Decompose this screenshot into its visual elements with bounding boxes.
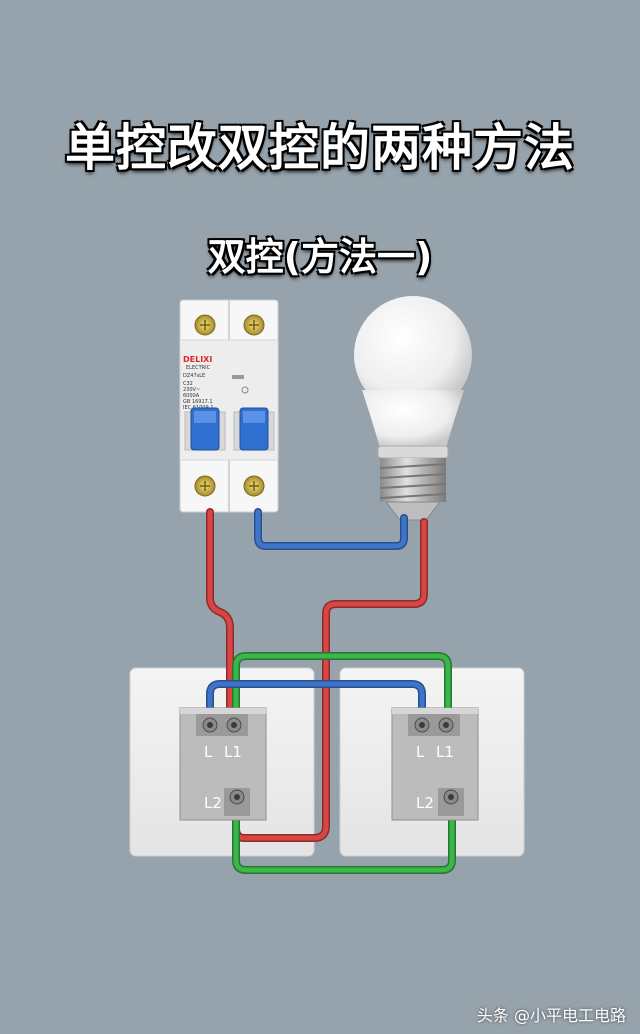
breaker-model: DZ47sLE bbox=[183, 373, 205, 379]
terminal-label-L: L bbox=[416, 743, 425, 761]
terminal-label-L2: L2 bbox=[416, 794, 434, 812]
watermark: 头条 @小平电工电路 bbox=[476, 1006, 626, 1025]
terminal-label-L: L bbox=[204, 743, 213, 761]
switch-module-left: L L1 L2 bbox=[179, 707, 267, 821]
page-title: 单控改双控的两种方法 bbox=[65, 119, 575, 177]
breaker-spec-3: GB 16917.1 bbox=[183, 399, 213, 405]
terminal-label-L2: L2 bbox=[204, 794, 222, 812]
terminal-label-L1: L1 bbox=[224, 743, 242, 761]
neutral-wire bbox=[254, 508, 408, 550]
breaker-brand-sub: ELECTRIC bbox=[186, 365, 211, 371]
terminal-label-L1: L1 bbox=[436, 743, 454, 761]
breaker-spec-0: C32 bbox=[183, 381, 193, 387]
switch-module-right: L L1 L2 bbox=[391, 707, 479, 821]
breaker-spec-1: 230V~ bbox=[183, 387, 200, 393]
light-bulb-icon bbox=[354, 296, 472, 521]
wires bbox=[206, 508, 456, 874]
breaker-brand: DELIXI bbox=[183, 355, 212, 364]
page-subtitle: 双控(方法一) bbox=[207, 235, 433, 279]
breaker-spec-2: 6000A bbox=[183, 393, 200, 399]
circuit-breaker: DELIXI ELECTRIC DZ47sLE C32 230V~ 6000A … bbox=[179, 299, 279, 513]
